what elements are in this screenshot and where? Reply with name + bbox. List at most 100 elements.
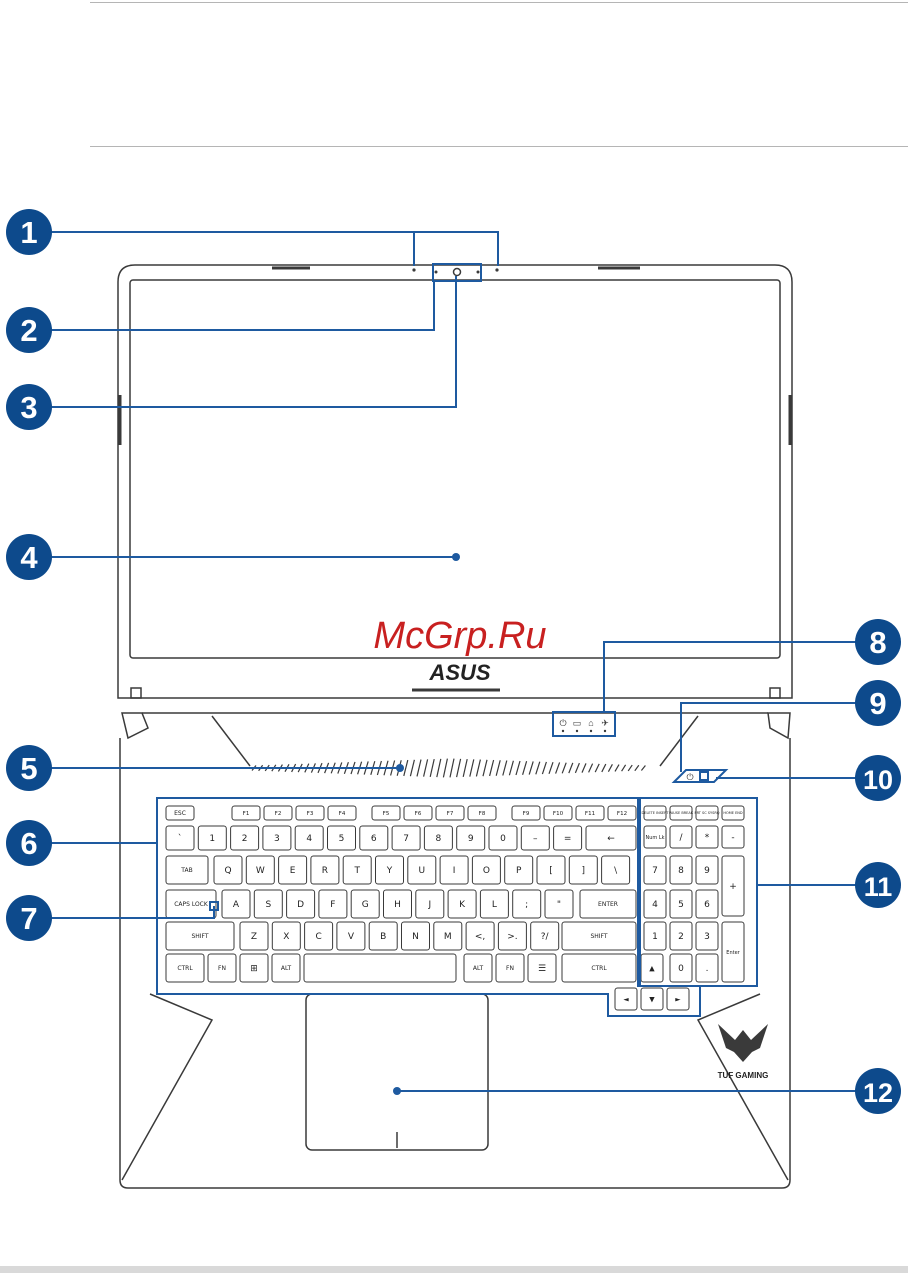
- keyboard-key: F3: [295, 805, 325, 821]
- keyboard-key: ESC: [165, 805, 195, 821]
- svg-text:/: /: [679, 833, 683, 843]
- keyboard-key: -: [721, 825, 745, 849]
- keyboard-key: L: [479, 889, 509, 919]
- svg-text:⌂: ⌂: [588, 718, 593, 728]
- keyboard-key: 6: [695, 889, 719, 919]
- svg-text:F: F: [330, 900, 335, 910]
- svg-text:.: .: [706, 964, 709, 974]
- callout-circle: [855, 619, 901, 665]
- keyboard-key: R: [310, 855, 340, 885]
- svg-text:⏻: ⏻: [559, 718, 566, 728]
- keyboard-key: =: [553, 825, 583, 851]
- svg-text:F1: F1: [243, 811, 250, 817]
- svg-text:F12: F12: [617, 811, 627, 817]
- keyboard-key: \: [601, 855, 631, 885]
- keyboard-key: <,: [465, 921, 495, 951]
- keyboard-highlight-frames: [156, 797, 758, 1017]
- svg-text:=: =: [564, 834, 572, 844]
- asus-logo: ASUS: [428, 660, 490, 685]
- status-indicators: ⏻ ▭ ⌂ ✈: [552, 711, 616, 737]
- callout-1: 1: [6, 209, 52, 255]
- svg-text:CAPS LOCK: CAPS LOCK: [174, 901, 209, 908]
- keyboard-key: ;: [512, 889, 542, 919]
- callout-4: 4: [6, 534, 52, 580]
- svg-text:–: –: [533, 834, 538, 844]
- svg-text:HOME END: HOME END: [723, 811, 743, 815]
- callout-circle: [6, 745, 52, 791]
- svg-text:T: T: [353, 866, 360, 876]
- svg-text:0: 0: [678, 964, 684, 974]
- svg-text:9: 9: [704, 866, 710, 876]
- svg-text:1: 1: [652, 932, 658, 942]
- svg-text:Enter: Enter: [726, 950, 740, 956]
- callout-circle: [6, 895, 52, 941]
- svg-text:B: B: [380, 932, 386, 942]
- svg-text:►: ►: [675, 995, 681, 1003]
- keyboard-key: [303, 953, 457, 983]
- touchpad: [305, 993, 489, 1151]
- callout-2: 2: [6, 307, 52, 353]
- svg-text:A: A: [233, 900, 240, 910]
- keyboard-key: 8: [423, 825, 453, 851]
- keyboard-key: /: [669, 825, 693, 849]
- keyboard-key: CAPS LOCK: [165, 889, 217, 919]
- keyboard-key: 3: [262, 825, 292, 851]
- svg-text:7: 7: [652, 866, 658, 876]
- keyboard-key: E: [278, 855, 308, 885]
- callout-number: 11: [864, 872, 893, 902]
- svg-text:7: 7: [403, 834, 409, 844]
- svg-text:0: 0: [500, 834, 506, 844]
- keyboard-key: FN: [207, 953, 237, 983]
- keyboard-key: CTRL: [165, 953, 205, 983]
- keyboard-key: F10: [543, 805, 573, 821]
- svg-text:+: +: [729, 882, 737, 892]
- svg-text:O: O: [483, 866, 490, 876]
- keyboard-key: G: [350, 889, 380, 919]
- svg-text:F11: F11: [585, 811, 595, 817]
- svg-text:`: `: [178, 833, 183, 844]
- svg-text:PRT SC SYSRQ: PRT SC SYSRQ: [694, 811, 719, 815]
- keyboard-key: P: [504, 855, 534, 885]
- keyboard-key: ▼: [640, 987, 664, 1011]
- keyboard-key: 4: [294, 825, 324, 851]
- keyboard-key: T: [342, 855, 372, 885]
- svg-text:⊞: ⊞: [250, 964, 258, 974]
- keyboard-key: ": [544, 889, 574, 919]
- keyboard-key: F2: [263, 805, 293, 821]
- keyboard-key: PAUSE BREAK: [669, 805, 694, 821]
- keyboard-key: U: [407, 855, 437, 885]
- keyboard-key: ←: [585, 825, 637, 851]
- keyboard-key: ☰: [527, 953, 557, 983]
- svg-text:FN: FN: [218, 965, 226, 972]
- svg-text:SHIFT: SHIFT: [191, 933, 208, 940]
- svg-text:<,: <,: [475, 932, 485, 942]
- keyboard-key: `: [165, 825, 195, 851]
- keyboard-key: K: [447, 889, 477, 919]
- keyboard-key: F: [318, 889, 348, 919]
- svg-text:;: ;: [525, 900, 528, 910]
- keyboard-key: S: [253, 889, 283, 919]
- keyboard-key: ►: [666, 987, 690, 1011]
- svg-text:U: U: [419, 866, 426, 876]
- keyboard-key: 5: [669, 889, 693, 919]
- laptop-base: [119, 715, 791, 1189]
- svg-text:ENTER: ENTER: [598, 901, 618, 908]
- svg-text:5: 5: [339, 834, 345, 844]
- keyboard-key: 1: [643, 921, 667, 951]
- svg-text:▼: ▼: [649, 995, 655, 1003]
- callout-circle: [6, 307, 52, 353]
- svg-text:M: M: [444, 932, 452, 942]
- keyboard-key: F7: [435, 805, 465, 821]
- svg-text:H: H: [394, 900, 401, 910]
- callout-circle: [6, 534, 52, 580]
- keyboard-key: +: [721, 855, 745, 917]
- keyboard-key: F9: [511, 805, 541, 821]
- svg-text:SHIFT: SHIFT: [590, 933, 607, 940]
- keyboard-key: X: [271, 921, 301, 951]
- svg-text:F9: F9: [523, 811, 530, 817]
- svg-text:✈: ✈: [601, 718, 609, 728]
- keyboard-key: 2: [669, 921, 693, 951]
- keyboard-key: ▲: [640, 953, 664, 983]
- top-rule: [90, 2, 908, 3]
